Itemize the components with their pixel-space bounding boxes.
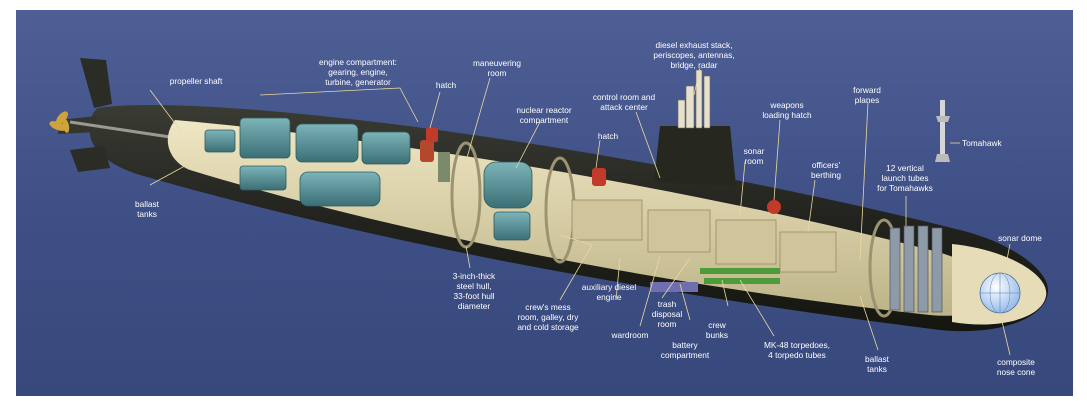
label-crew-bunks: crew bunks bbox=[705, 320, 729, 340]
battery-area bbox=[650, 282, 698, 292]
label-tomahawk: Tomahawk bbox=[962, 138, 1002, 148]
label-hatch-aft: hatch bbox=[435, 80, 457, 90]
engine-machinery bbox=[204, 117, 411, 207]
weapons-hatch bbox=[767, 200, 781, 214]
label-diesel-exhaust: diesel exhaust stack, periscopes, antenn… bbox=[653, 40, 735, 70]
label-crews-mess: crew's mess room, galley, dry and cold s… bbox=[517, 302, 579, 332]
label-maneuvering-room: maneuvering room bbox=[473, 58, 521, 78]
lower-rudder bbox=[70, 146, 110, 172]
label-ballast-tanks-aft: ballast tanks bbox=[135, 199, 159, 219]
maneuvering-equipment bbox=[420, 140, 450, 182]
label-propeller-shaft: propeller shaft bbox=[169, 76, 223, 86]
label-weapons-hatch: weapons loading hatch bbox=[762, 100, 812, 120]
vertical-launch-tubes bbox=[889, 225, 943, 313]
label-steel-hull: 3-inch-thick steel hull, 33-foot hull di… bbox=[452, 271, 496, 311]
propeller bbox=[49, 111, 70, 133]
label-aux-diesel: auxiliary diesel engine bbox=[581, 282, 637, 302]
label-officers-berthing: officers' berthing bbox=[811, 160, 841, 180]
crew-decks bbox=[571, 199, 837, 273]
sail bbox=[654, 126, 736, 186]
masts bbox=[677, 69, 711, 129]
upper-rudder bbox=[80, 58, 112, 108]
label-torpedoes: MK-48 torpedoes, 4 torpedo tubes bbox=[764, 340, 830, 360]
label-ballast-tanks-fwd: ballast tanks bbox=[865, 354, 889, 374]
label-sonar-dome: sonar dome bbox=[998, 233, 1042, 243]
label-engine-compartment: engine compartment: gearing, engine, tur… bbox=[319, 57, 397, 87]
label-hatch-fwd: hatch bbox=[597, 131, 619, 141]
label-battery: battery compartment bbox=[660, 340, 710, 360]
tomahawk-missile-icon bbox=[935, 100, 950, 162]
leader-lines bbox=[149, 67, 1011, 356]
label-trash-disposal: trash disposal room bbox=[651, 299, 683, 329]
label-nuclear-reactor: nuclear reactor compartment bbox=[516, 105, 572, 125]
label-nose-cone: composite nose cone bbox=[996, 357, 1036, 377]
hatch-aft bbox=[426, 128, 438, 142]
label-control-room: control room and attack center bbox=[592, 92, 656, 112]
reactor bbox=[483, 161, 533, 241]
label-wardroom: wardroom bbox=[611, 330, 649, 340]
label-vertical-tubes: 12 vertical launch tubes for Tomahawks bbox=[877, 163, 933, 193]
label-forward-planes: forward planes bbox=[853, 85, 881, 105]
label-sonar-room: sonar room bbox=[743, 146, 765, 166]
hatch-fwd bbox=[592, 168, 606, 186]
torpedo-racks bbox=[700, 268, 780, 284]
